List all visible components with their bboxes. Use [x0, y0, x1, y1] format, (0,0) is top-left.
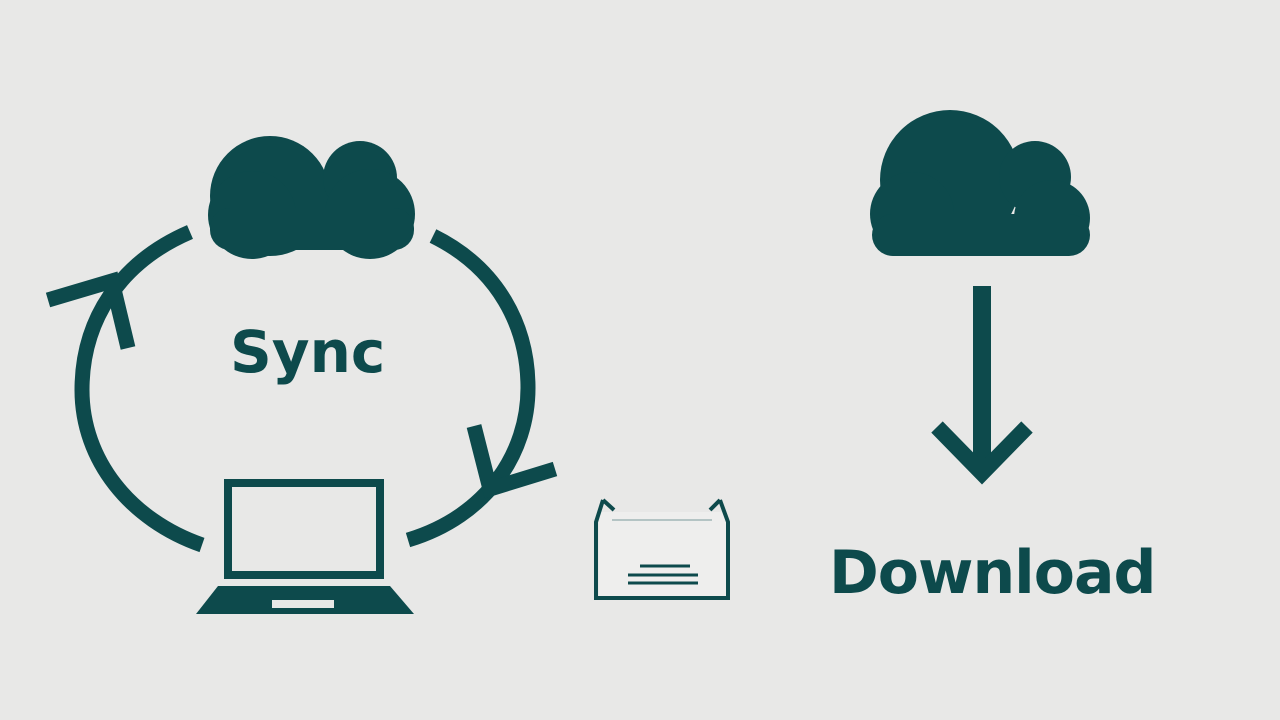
arrow-down-icon [931, 286, 1033, 485]
download-cloud-icon [870, 110, 1090, 256]
inbox-tray-icon [594, 498, 730, 600]
download-label: Download [829, 538, 1156, 608]
laptop-icon [196, 479, 414, 614]
sync-cloud-icon [208, 136, 415, 259]
sync-arrowhead-bottom-right [466, 424, 558, 499]
sync-label: Sync [230, 318, 386, 386]
sync-arrowhead-top-left [45, 271, 136, 350]
sync-cycle-icon [45, 225, 558, 553]
